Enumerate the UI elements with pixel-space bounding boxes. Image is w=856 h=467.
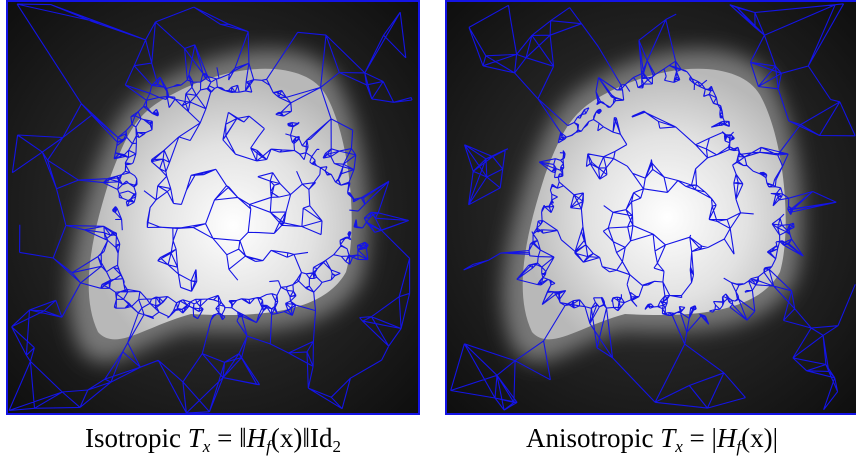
triangle-mesh [8,3,413,414]
triangle-mesh [450,3,856,411]
anisotropic-caption: Anisotropic Tx = |Hf(x)| [442,423,856,456]
isotropic-mesh-panel [6,0,420,415]
caption-H-sub: f [266,437,271,456]
caption-T-sub: x [675,437,683,456]
caption-Id-sub: 2 [332,437,341,456]
mesh-edges [450,3,856,411]
bright-blob-core [522,68,786,340]
caption-eq: = ‖ [217,423,247,453]
caption-T: T [187,423,203,453]
panel-border [445,0,856,415]
anisotropic-mesh-figure [445,0,856,415]
isotropic-caption: Isotropic Tx = ‖Hf(x)‖Id2 [3,423,423,456]
caption-eq: = | [689,423,717,453]
isotropic-mesh-figure [6,0,420,415]
caption-T: T [660,423,676,453]
panel-border [6,0,420,415]
caption-arg: (x) [741,423,773,453]
caption-H: H [716,423,737,453]
caption-label: Isotropic [85,423,182,453]
mesh-edges [8,3,413,414]
caption-label: Anisotropic [525,423,654,453]
caption-close: | [772,423,779,453]
caption-Id: Id [309,423,333,453]
bright-blob-core [88,68,352,340]
caption-arg: (x) [270,423,303,453]
anisotropic-mesh-panel [445,0,856,415]
caption-H-sub: f [736,437,742,456]
caption-close: ‖ [302,423,310,453]
caption-T-sub: x [202,437,211,456]
caption-H: H [246,423,267,453]
